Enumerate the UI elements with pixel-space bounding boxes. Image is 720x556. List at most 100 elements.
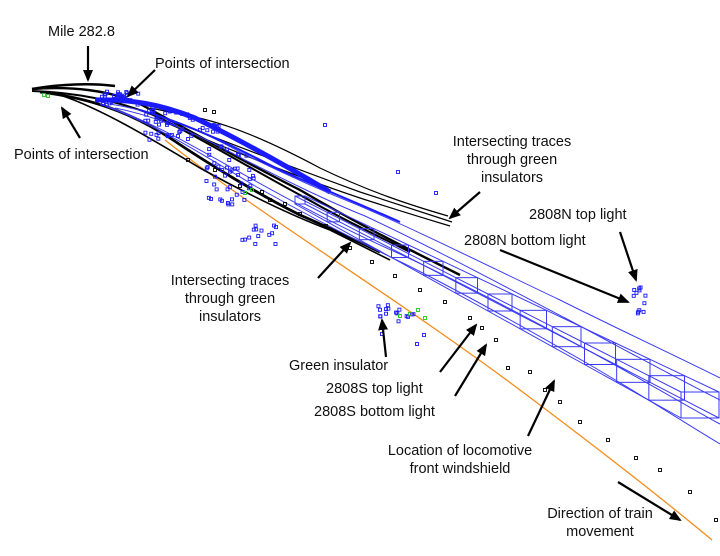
black-point xyxy=(268,198,272,202)
black-point xyxy=(480,326,484,330)
windshield-box-edge xyxy=(408,244,444,262)
windshield-box-edge xyxy=(616,358,650,377)
blue-point xyxy=(204,179,209,183)
blue-point xyxy=(212,161,217,166)
blue-point xyxy=(394,310,399,315)
blue-point xyxy=(323,123,327,127)
windshield-box-edge xyxy=(391,244,424,262)
blue-point xyxy=(643,293,648,298)
arrow-s-bottom xyxy=(454,343,488,397)
blue-point xyxy=(187,115,192,120)
windshield-box-edge xyxy=(326,221,360,241)
black-point xyxy=(203,108,207,112)
blue-point xyxy=(169,132,174,137)
blue-point xyxy=(200,126,205,131)
blue-point xyxy=(154,132,159,137)
blue-point xyxy=(125,98,130,103)
blue-point xyxy=(254,227,259,232)
windshield-trace-line xyxy=(164,139,713,541)
windshield-box-edge xyxy=(584,342,617,360)
blue-point xyxy=(244,153,249,158)
windshield-box-edge xyxy=(580,346,616,365)
blue-point xyxy=(107,101,112,106)
blue-point xyxy=(378,314,383,319)
blue-point xyxy=(396,319,401,324)
blue-point xyxy=(247,235,252,240)
windshield-box-edge xyxy=(615,364,651,383)
windshield-box-edge xyxy=(584,364,617,383)
green-points xyxy=(42,93,427,320)
label-s-top: 2808S top light xyxy=(326,381,423,397)
windshield-box xyxy=(326,211,340,223)
windshield-box-edge xyxy=(519,328,553,348)
blue-point xyxy=(135,102,140,107)
windshield-box xyxy=(358,228,375,241)
windshield-box-edge xyxy=(477,277,513,295)
blue-point xyxy=(256,234,261,239)
windshield-box-edge xyxy=(304,195,340,213)
windshield-box-edge xyxy=(649,381,685,401)
label-n-bottom: 2808N bottom light xyxy=(464,233,586,249)
blue-point xyxy=(182,112,187,117)
blue-point xyxy=(234,192,239,197)
windshield-box-edge xyxy=(616,381,650,401)
blue-point xyxy=(101,102,106,106)
windshield-box-edge xyxy=(487,293,521,311)
label-green-insulator: Green insulator xyxy=(289,358,389,374)
windshield-box-edge xyxy=(391,257,424,276)
green-point xyxy=(416,308,420,312)
windshield-box xyxy=(616,358,651,383)
windshield-box xyxy=(391,244,409,258)
blue-point xyxy=(216,124,221,128)
black-point xyxy=(494,338,498,342)
blue-point xyxy=(99,94,104,99)
blue-point xyxy=(157,122,161,127)
arrow-green-insulator xyxy=(378,318,389,358)
arrow-n-top xyxy=(618,231,638,282)
black-point xyxy=(578,420,582,424)
blue-point xyxy=(116,92,121,97)
blue-point xyxy=(212,123,217,128)
blue-point xyxy=(236,153,241,158)
green-point xyxy=(250,188,254,192)
blue-point xyxy=(112,93,117,98)
blue-point xyxy=(233,166,237,171)
black-point xyxy=(443,300,447,304)
blue-point xyxy=(211,129,215,134)
blue-point xyxy=(227,185,232,190)
windshield-box-edge xyxy=(511,293,547,311)
windshield-box-edge xyxy=(455,277,489,295)
windshield-box-edge xyxy=(546,328,582,348)
windshield-box-edge xyxy=(423,274,457,294)
blue-point xyxy=(122,94,127,99)
blue-point xyxy=(376,304,381,309)
windshield-box-edge xyxy=(339,211,375,230)
blue-point xyxy=(147,108,152,113)
blue-point xyxy=(273,242,278,246)
black-point xyxy=(260,190,264,194)
blue-point xyxy=(225,165,229,170)
blue-point xyxy=(147,137,152,142)
arrow-n-bottom xyxy=(499,248,630,304)
windshield-box-edge xyxy=(423,260,457,279)
label-s-bottom: 2808S bottom light xyxy=(314,404,435,420)
blue-point xyxy=(220,168,225,172)
blue-point xyxy=(384,307,388,312)
windshield-box xyxy=(294,195,306,205)
blue-point xyxy=(215,129,220,134)
blue-point xyxy=(422,333,426,337)
blue-point xyxy=(228,169,233,174)
mile-marker-line xyxy=(31,83,116,91)
blue-point xyxy=(635,311,640,316)
windshield-box-edge xyxy=(546,309,582,328)
windshield-box-edge xyxy=(359,239,392,258)
blue-point xyxy=(641,309,646,314)
arrow-s-top xyxy=(439,323,478,373)
blue-point xyxy=(226,202,231,207)
arrow-windshield xyxy=(527,379,555,437)
arrow-poi-top xyxy=(126,69,156,98)
blue-point xyxy=(384,311,389,316)
windshield-box-edge xyxy=(442,260,478,279)
blue-point xyxy=(176,134,180,139)
